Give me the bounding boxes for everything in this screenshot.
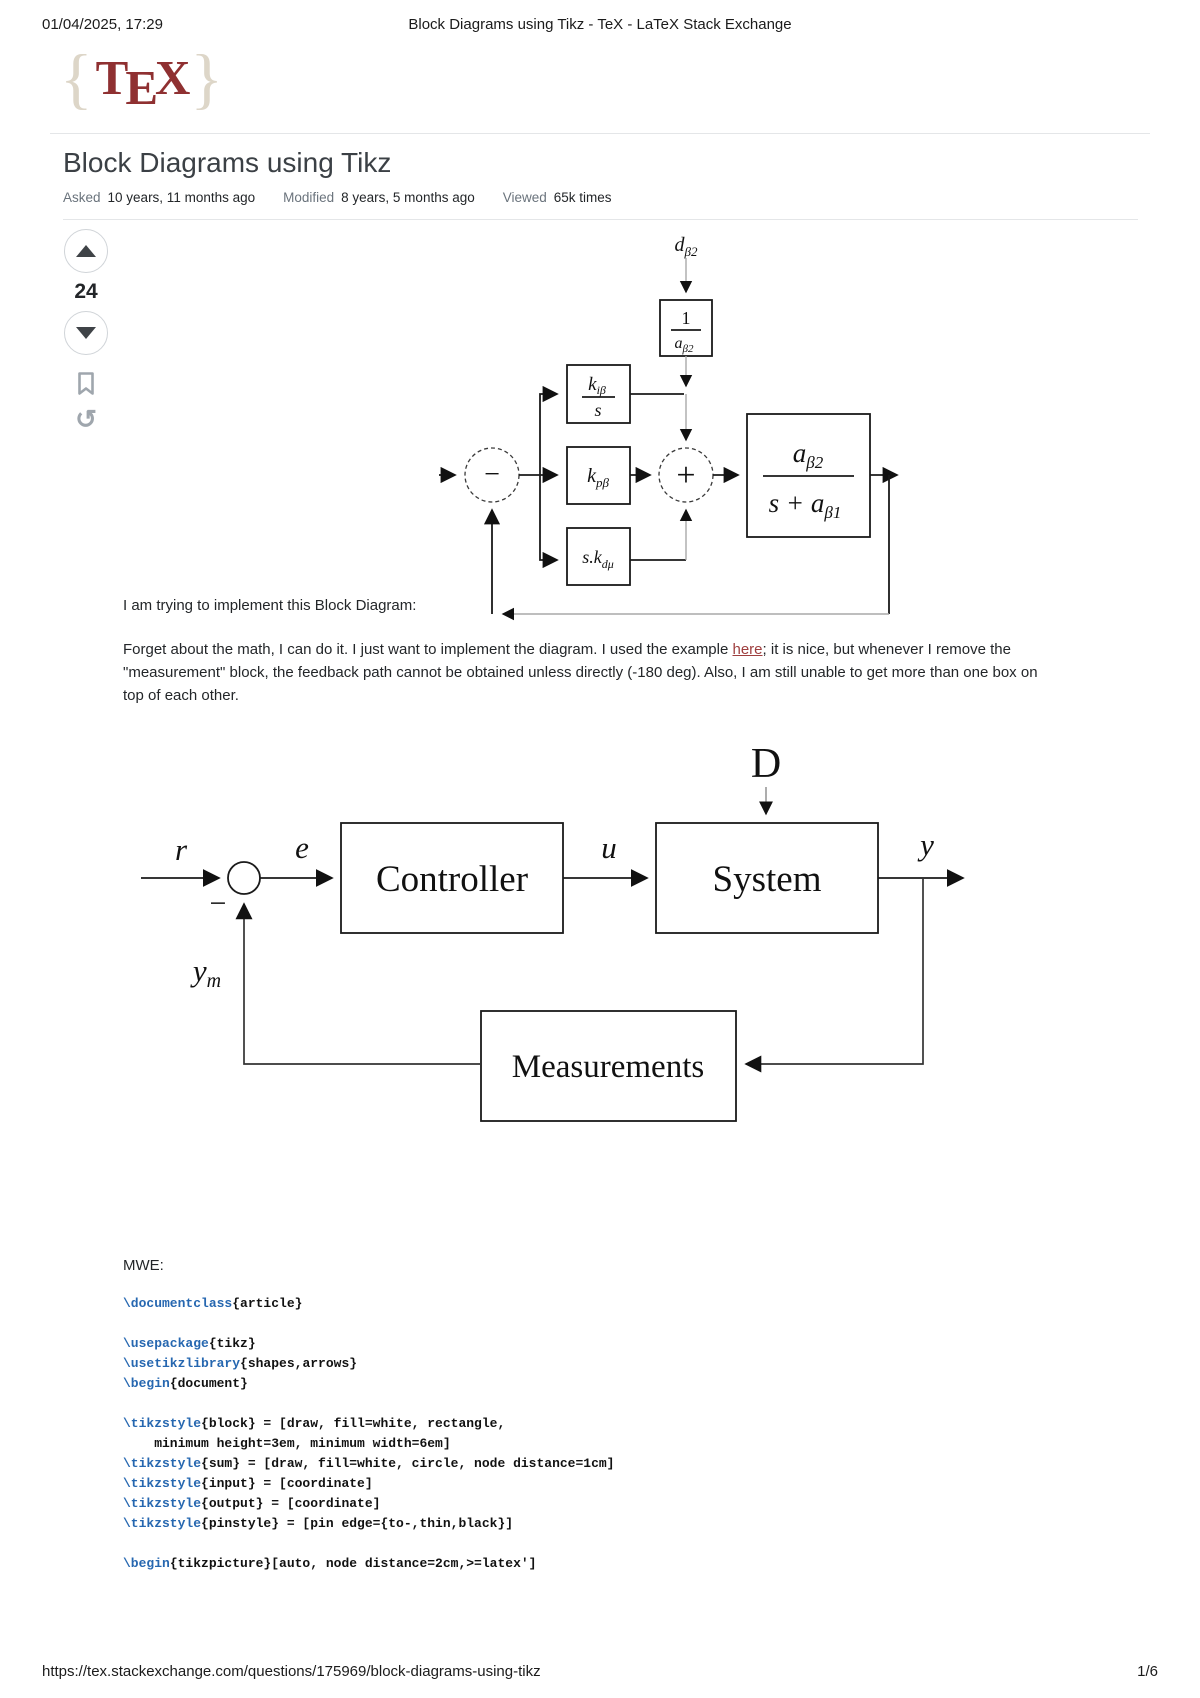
plant-denominator: s + aβ1	[769, 488, 842, 522]
code-line: \tikzstyle{input} = [coordinate]	[123, 1476, 373, 1491]
code-line: \usetikzlibrary{shapes,arrows}	[123, 1356, 358, 1371]
integral-numerator: kiβ	[588, 374, 606, 397]
print-datetime: 01/04/2025, 17:29	[42, 16, 163, 33]
pid-block-diagram: dβ2 1 aβ2 −	[439, 234, 899, 621]
reference-label: r	[175, 832, 188, 867]
code-line: \tikzstyle{sum} = [draw, fill=white, cir…	[123, 1456, 615, 1471]
code-line: \tikzstyle{block} = [draw, fill=white, r…	[123, 1416, 506, 1431]
history-icon: ↺	[75, 404, 97, 434]
gain-denominator: aβ2	[675, 335, 694, 355]
control-label: u	[601, 830, 617, 865]
mwe-label: MWE:	[123, 1257, 164, 1274]
code-block: \documentclass{article} \usepackage{tikz…	[123, 1294, 1138, 1574]
footer-url: https://tex.stackexchange.com/questions/…	[42, 1663, 541, 1680]
disturbance-label: D	[751, 741, 781, 787]
measurements-label: Measurements	[512, 1049, 704, 1085]
bookmark-icon	[78, 372, 94, 395]
controller-label: Controller	[376, 859, 528, 900]
stats-separator	[63, 219, 1138, 220]
vote-column: 24 ↺	[63, 229, 109, 432]
question-body: dβ2 1 aβ2 −	[123, 229, 1138, 1574]
upvote-arrow-icon	[76, 245, 96, 257]
proportional-label: kpβ	[587, 465, 609, 490]
disturbance-label: dβ2	[675, 234, 698, 259]
branch-to-derivative	[539, 475, 559, 569]
derivative-label: s.kdμ	[582, 547, 614, 571]
system-label: System	[713, 859, 822, 900]
logo-right-brace: }	[190, 40, 224, 116]
error-label: e	[295, 830, 309, 865]
tex-logo-text: TEX	[95, 50, 191, 115]
code-line: \begin{tikzpicture}[auto, node distance=…	[123, 1556, 537, 1571]
integral-block	[566, 364, 631, 424]
vote-count: 24	[74, 280, 98, 303]
output-to-measurements-line	[744, 878, 924, 1073]
code-line	[123, 1314, 1138, 1334]
integral-denominator: s	[594, 400, 601, 420]
code-line: \documentclass{article}	[123, 1296, 303, 1311]
minus-sign: −	[484, 459, 500, 490]
system-block	[655, 822, 879, 934]
code-line: \usepackage{tikz}	[123, 1336, 256, 1351]
tex-site-logo[interactable]: { TEX }	[60, 40, 224, 116]
code-line	[123, 1534, 1138, 1554]
branch-to-integral	[519, 385, 559, 476]
history-button[interactable]: ↺	[75, 406, 97, 432]
print-header: 01/04/2025, 17:29 Block Diagrams using T…	[0, 16, 1200, 33]
gain-numerator: 1	[682, 308, 691, 328]
code-line: \tikzstyle{output} = [coordinate]	[123, 1496, 381, 1511]
feedback-loop-diagram: D r − e Controller u System	[141, 741, 965, 1122]
downvote-arrow-icon	[76, 327, 96, 339]
plant-numerator: aβ2	[793, 438, 824, 472]
question-title: Block Diagrams using Tikz	[63, 147, 392, 178]
minus-sign: −	[210, 887, 227, 920]
print-footer: https://tex.stackexchange.com/questions/…	[42, 1663, 1158, 1680]
derivative-block	[566, 527, 631, 586]
output-label: y	[917, 827, 934, 862]
measurements-to-sum-line	[235, 902, 481, 1065]
downvote-button[interactable]	[64, 311, 108, 355]
plus-sign: +	[676, 457, 695, 494]
block-diagram-image-1: dβ2 1 aβ2 −	[123, 229, 1138, 621]
proportional-block	[566, 446, 631, 505]
example-link[interactable]: here	[732, 641, 763, 658]
code-line: \tikzstyle{pinstyle} = [pin edge={to-,th…	[123, 1516, 514, 1531]
upvote-button[interactable]	[64, 229, 108, 273]
question-paragraph: Forget about the math, I can do it. I ju…	[123, 641, 1038, 704]
code-line: minimum height=3em, minimum width=6em]	[123, 1436, 451, 1451]
measured-output-label: ym	[190, 953, 221, 992]
sum-junction	[227, 861, 261, 895]
controller-block	[340, 822, 564, 934]
bookmark-button[interactable]	[75, 371, 97, 400]
footer-page-indicator: 1/6	[1137, 1663, 1158, 1680]
logo-left-brace: {	[60, 40, 93, 116]
intro-text: I am trying to implement this Block Diag…	[123, 597, 417, 614]
measurements-block	[480, 1010, 737, 1122]
print-page-title: Block Diagrams using Tikz - TeX - LaTeX …	[408, 16, 792, 33]
code-line	[123, 1394, 1138, 1414]
code-line: \begin{document}	[123, 1376, 248, 1391]
header-separator	[50, 133, 1150, 134]
